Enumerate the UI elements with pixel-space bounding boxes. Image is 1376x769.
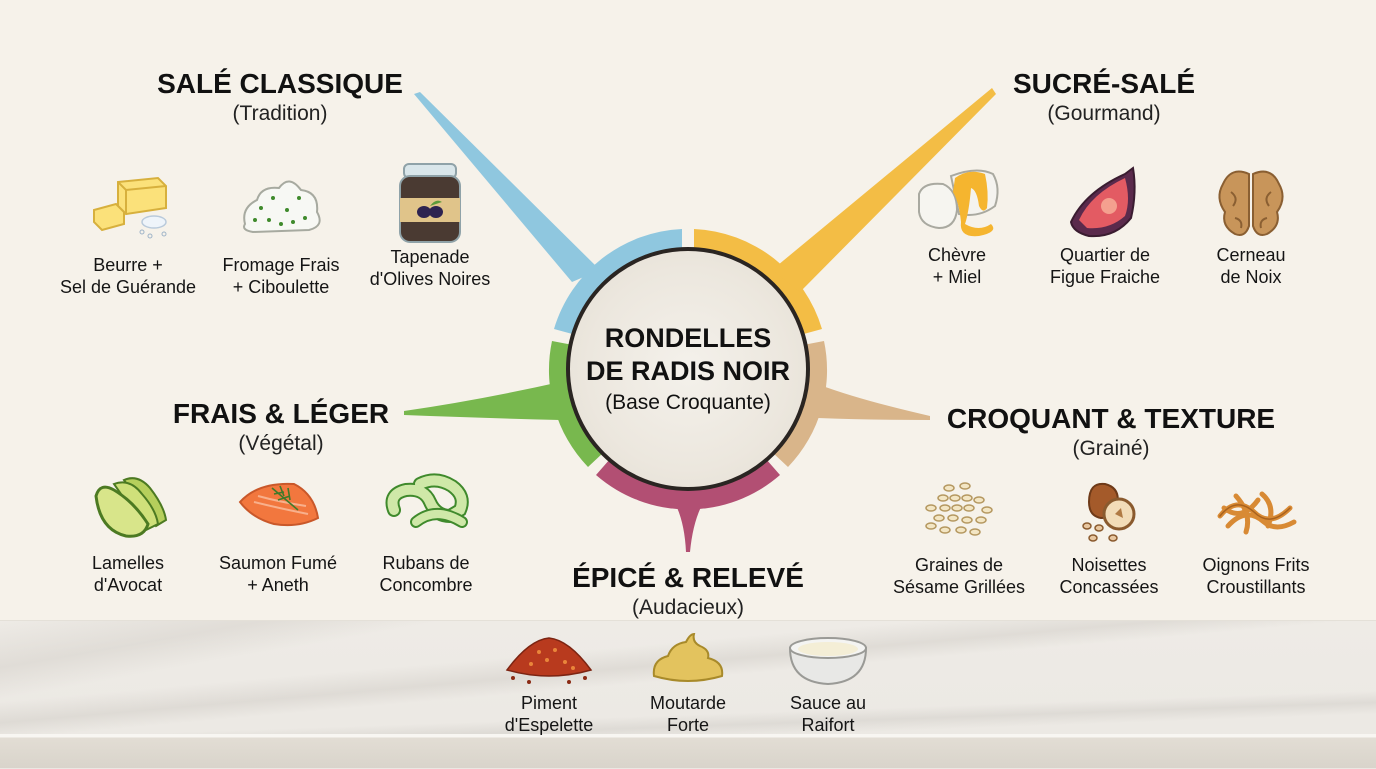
item-label-line1: Quartier de	[1059, 245, 1151, 265]
group-title: SALÉ CLASSIQUE	[157, 68, 403, 99]
item-label-line1: Chèvre	[927, 245, 987, 265]
item-label-line1: Moutarde	[649, 693, 727, 713]
item-sesame: Graines de Sésame Grillées	[879, 476, 1039, 598]
arm-croquant-texture	[818, 385, 930, 420]
item-label-line2: Croustillants	[1206, 577, 1306, 597]
group-subtitle: (Audacieux)	[631, 596, 745, 619]
item-label-line1: Saumon Fumé	[218, 553, 338, 573]
item-label-line2: Sésame Grillées	[892, 577, 1026, 597]
item-label-line1: Oignons Frits	[1202, 555, 1310, 575]
group-subtitle: (Végétal)	[238, 432, 324, 455]
item-piment: Piment d'Espelette	[469, 630, 629, 736]
item-noisettes: Noisettes Concassées	[1029, 476, 1189, 598]
item-label-line1: Cerneau	[1216, 245, 1286, 265]
hub-subtitle: (Base Croquante)	[605, 391, 771, 414]
group-title: FRAIS & LÉGER	[172, 398, 390, 429]
group-epice-releve-heading: ÉPICÉ & RELEVÉ (Audacieux)	[538, 562, 838, 622]
item-beurre-sel: Beurre + Sel de Guérande	[48, 168, 208, 298]
item-label-line2: d'Espelette	[504, 715, 594, 735]
avocado-slices-icon	[94, 477, 168, 538]
fried-onions-icon	[1217, 491, 1297, 535]
arm-epice-releve	[666, 490, 712, 552]
item-label-line2: Sel de Guérande	[59, 277, 197, 297]
group-sucre-sale-heading: SUCRÉ-SALÉ (Gourmand)	[954, 68, 1254, 128]
item-fromage-frais: Fromage Frais + Ciboulette	[201, 168, 361, 298]
mustard-icon	[652, 632, 724, 682]
walnut-icon	[1218, 170, 1284, 236]
item-label-line2: Figue Fraiche	[1049, 267, 1161, 287]
item-label-line2: + Ciboulette	[232, 277, 330, 297]
chili-powder-icon	[505, 637, 593, 684]
group-subtitle: (Gourmand)	[1047, 102, 1161, 125]
item-raifort: Sauce au Raifort	[748, 630, 908, 736]
item-avocat: Lamelles d'Avocat	[48, 466, 208, 596]
group-title: SUCRÉ-SALÉ	[1012, 68, 1195, 99]
item-label-line2: d'Avocat	[93, 575, 163, 595]
item-oignons: Oignons Frits Croustillants	[1176, 476, 1336, 598]
item-label-line1: Lamelles	[91, 553, 165, 573]
arm-sale-classique	[414, 92, 600, 282]
item-label-line1: Beurre +	[93, 255, 163, 275]
item-noix: Cerneau de Noix	[1171, 162, 1331, 288]
countertop-edge	[0, 734, 1376, 768]
group-title: CROQUANT & TEXTURE	[946, 403, 1276, 434]
group-sale-classique-heading: SALÉ CLASSIQUE (Tradition)	[130, 68, 430, 128]
item-label-line1: Fromage Frais	[222, 255, 340, 275]
item-label-line1: Noisettes	[1071, 555, 1147, 575]
item-figue: Quartier de Figue Fraiche	[1025, 162, 1185, 288]
item-label-line2: Raifort	[801, 715, 855, 735]
hazelnuts-icon	[1082, 482, 1136, 542]
ring-segment-epice-releve	[596, 459, 780, 510]
tapenade-jar-icon	[399, 163, 461, 243]
item-label-line1: Sauce au	[789, 693, 867, 713]
item-tapenade: Tapenade d'Olives Noires	[350, 160, 510, 290]
salmon-dill-icon	[238, 482, 320, 527]
group-frais-leger-heading: FRAIS & LÉGER (Végétal)	[131, 398, 431, 458]
item-moutarde: Moutarde Forte	[608, 630, 768, 736]
cream-cheese-chives-icon	[243, 180, 321, 234]
group-subtitle: (Grainé)	[1072, 437, 1150, 460]
cucumber-ribbons-icon	[385, 473, 469, 528]
group-croquant-texture-heading: CROQUANT & TEXTURE (Grainé)	[931, 403, 1291, 463]
item-label-line1: Tapenade	[390, 247, 470, 267]
item-label-line2: + Aneth	[247, 575, 309, 595]
item-label-line2: d'Olives Noires	[369, 269, 491, 289]
item-label-line2: + Miel	[932, 267, 982, 287]
central-hub: RONDELLES DE RADIS NOIR (Base Croquante)	[566, 247, 810, 491]
item-label-line2: Concombre	[379, 575, 473, 595]
group-title: ÉPICÉ & RELEVÉ	[572, 562, 804, 593]
hub-title-line2: DE RADIS NOIR	[585, 356, 791, 386]
item-label-line2: de Noix	[1220, 267, 1282, 287]
horseradish-sauce-bowl-icon	[788, 637, 868, 686]
item-label-line1: Rubans de	[382, 553, 470, 573]
butter-salt-icon	[93, 176, 167, 239]
item-saumon: Saumon Fumé + Aneth	[198, 466, 358, 596]
arm-sucre-sale	[772, 88, 996, 292]
sesame-seeds-icon	[925, 482, 993, 536]
fig-quarter-icon	[1069, 166, 1136, 238]
item-label-line1: Piment	[520, 693, 578, 713]
item-label-line2: Concassées	[1059, 577, 1159, 597]
hub-title-line1: RONDELLES	[604, 323, 772, 353]
item-label-line2: Forte	[666, 715, 709, 735]
arm-frais-leger	[404, 382, 560, 420]
goat-cheese-honey-icon	[918, 169, 999, 237]
item-label-line1: Graines de	[914, 555, 1004, 575]
group-subtitle: (Tradition)	[232, 102, 328, 125]
item-concombre: Rubans de Concombre	[346, 466, 506, 596]
item-chevre-miel: Chèvre + Miel	[877, 162, 1037, 288]
